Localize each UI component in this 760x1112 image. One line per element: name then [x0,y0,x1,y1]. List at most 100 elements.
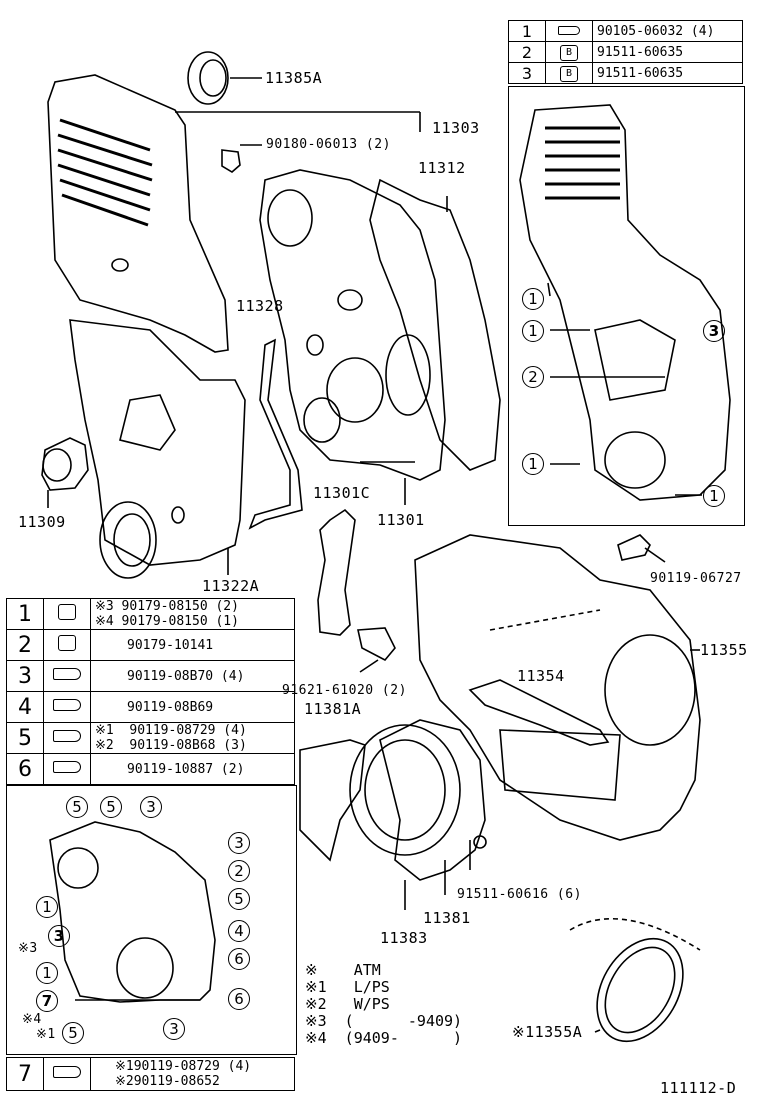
row-number: 2 [508,41,546,63]
b-washer-glyph: B [560,65,578,82]
left-marker: 3 [140,796,162,818]
oil-seal-11385A [187,51,262,105]
left-marker: 3 [163,1018,185,1040]
nut-icon [43,598,91,630]
table-row: 2 90179-10141 [6,629,295,661]
row-number: 5 [6,722,44,754]
right-marker: 3 [703,320,725,342]
right-detail-frame [508,86,745,526]
row-number: 3 [508,62,546,84]
left-marker: 3 [228,832,250,854]
bolt-icon [43,660,91,692]
bolt-icon [43,753,91,785]
label-91621: 91621-61020 (2) [282,683,407,698]
left-marker: 6 [228,948,250,970]
gasket-11328 [248,338,303,530]
b-washer-glyph: B [560,44,578,61]
side-mark: ※4 [22,1012,42,1027]
table-row: 2 B 91511-60635 [508,41,743,63]
table-row: 3 90119-08B70 (4) [6,660,295,692]
left-marker: 4 [228,920,250,942]
part-number: ※3 90179-08150 (2) ※4 90179-08150 (1) [90,598,295,630]
table-row: 7 ※190119-08729 (4) ※290119-08652 [6,1057,295,1091]
row-number: 1 [508,20,546,42]
oil-filler-cap [41,437,89,508]
bolt-icon [545,20,593,42]
bolt-icon [43,722,91,754]
part-number: 91511-60635 [592,62,743,84]
part-number: 90119-10887 (2) [90,753,295,785]
timing-case-11301 [259,169,446,505]
row-number: 7 [6,1057,44,1091]
label-11312: 11312 [418,159,466,177]
bolt-90180 [221,144,262,173]
table-row: 6 90119-10887 (2) [6,753,295,785]
label-11309: 11309 [18,513,66,531]
left-marker: 5 [66,796,88,818]
part-number: 90119-08B69 [90,691,295,723]
right-detail-drawing [519,104,731,501]
left-marker: 7 [36,990,58,1012]
left-parts-table: 1 ※3 90179-08150 (2) ※4 90179-08150 (1) … [6,598,295,785]
label-11354: 11354 [517,667,565,685]
timing-cover-upper [47,74,421,353]
end-plate-11355 [414,534,701,841]
label-11301: 11301 [377,511,425,529]
label-11301C: 11301C [313,484,371,502]
left-detail-drawing [49,821,216,1003]
label-11303: 11303 [432,119,480,137]
row-number: 1 [6,598,44,630]
label-90180: 90180-06013 (2) [266,137,391,152]
top-right-parts-table: 1 90105-06032 (4) 2 B 91511-60635 3 B 91… [508,20,743,84]
side-mark: ※1 [36,1027,56,1042]
table-row: 4 90119-08B69 [6,691,295,723]
hook-91621 [317,508,396,673]
bracket-11354 [468,679,610,746]
part-number: 90105-06032 (4) [592,20,743,42]
table-row: 1 ※3 90179-08150 (2) ※4 90179-08150 (1) [6,598,295,630]
left-marker: 5 [100,796,122,818]
label-11385A: 11385A [265,69,323,87]
bolt-icon [43,1057,91,1091]
label-11355: 11355 [700,641,748,659]
bolt-icon [43,691,91,723]
row-number: 2 [6,629,44,661]
left-detail-frame [6,785,297,1055]
seal-retainer [299,719,487,910]
label-90119-06727: 90119-06727 [650,571,742,586]
legend-line: ※2 W/PS [305,995,390,1013]
left-marker: 2 [228,860,250,882]
legend-line: ※1 L/PS [305,978,390,996]
part-number: ※190119-08729 (4) ※290119-08652 [90,1057,295,1091]
left-marker: 1 [36,896,58,918]
label-11322A: 11322A [202,577,260,595]
left-marker: 5 [62,1022,84,1044]
legend: ※ ATM ※1 L/PS ※2 W/PS ※3 ( -9409) ※4 (94… [305,962,462,1047]
nut-icon [43,629,91,661]
table-row: 1 90105-06032 (4) [508,20,743,42]
legend-line: ※4 (9409- ) [305,1029,463,1047]
label-11383: 11383 [380,929,428,947]
timing-cover-lower [69,319,246,579]
oval-seal-11355A [569,917,701,1043]
table-row: 3 B 91511-60635 [508,62,743,84]
row-number: 6 [6,753,44,785]
label-11355A: ※11355A [512,1023,583,1041]
part-number: 90119-08B70 (4) [90,660,295,692]
row-number: 3 [6,660,44,692]
label-11381: 11381 [423,909,471,927]
right-marker: 1 [703,485,725,507]
left-marker: 5 [228,888,250,910]
left-marker: 6 [228,988,250,1010]
part-number: 90179-10141 [90,629,295,661]
part-number: 91511-60635 [592,41,743,63]
left-marker: 3 [48,925,70,947]
label-11381A: 11381A [304,700,362,718]
right-marker: 2 [522,366,544,388]
legend-line: ※ ATM [305,961,381,979]
bottom-parts-table: 7 ※190119-08729 (4) ※290119-08652 [6,1057,295,1091]
table-row: 5 ※1 90119-08729 (4) ※2 90119-08B68 (3) [6,722,295,754]
row-number: 4 [6,691,44,723]
